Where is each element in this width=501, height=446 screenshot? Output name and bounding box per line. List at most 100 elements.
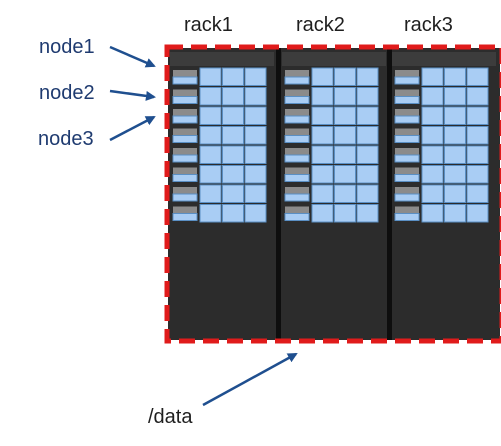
rack-1-node-7-disk-1 [199, 184, 222, 203]
rack-3-slot-3-strip [394, 115, 420, 124]
rack-3-slot-2-ledge [395, 89, 419, 97]
rack-2-node-8-disk-1 [311, 204, 334, 223]
rack-2-node-5-disk-1 [311, 145, 334, 164]
rack-3-slot-5-strip [394, 154, 420, 163]
rack-3-slot-5-ledge [395, 148, 419, 155]
rack-2-node-1-disk-1 [311, 67, 334, 86]
rack-2-node-7-disk-1 [311, 184, 334, 203]
rack-2-node-8-disk-3 [356, 204, 379, 223]
rack-3-slot-4-strip [394, 135, 420, 143]
rack-3-slot-8-ledge [395, 206, 419, 214]
rack-3-node-1-disk-2 [444, 67, 466, 86]
rack-1-slot-1-strip [172, 76, 198, 85]
rack-3-slot-4-ledge [395, 128, 419, 136]
rack-2-slot-3-ledge [285, 109, 309, 116]
rack-2-node-3-disk-2 [334, 106, 356, 125]
rack-2-node-5-disk-2 [334, 145, 356, 164]
rack-3-node-1-disk-1 [421, 67, 444, 86]
rack-1-slot-8-ledge [173, 206, 197, 214]
data-volume-label: /data [148, 406, 193, 428]
rack-3-node-1-disk-3 [466, 67, 489, 86]
rack-2-slot-5-strip [284, 154, 310, 163]
rack-2-slot-6-ledge [285, 167, 309, 175]
rack-1-node-4-disk-3 [244, 126, 267, 145]
node2-arrow [109, 89, 156, 101]
rack-2-node-7-disk-3 [356, 184, 379, 203]
rack-2-node-7-disk-2 [334, 184, 356, 203]
rack-2-top-panel [282, 52, 386, 66]
rack-divider-1 [276, 48, 281, 340]
rack-1-node-1-disk-1 [199, 67, 222, 86]
rack-1-node-4-disk-1 [199, 126, 222, 145]
rack-1-slot-5-strip [172, 154, 198, 163]
rack-3-node-4-disk-1 [421, 126, 444, 145]
rack-2-slot-4-strip [284, 135, 310, 143]
rack-1-slot-1-ledge [173, 70, 197, 77]
node1-arrow [109, 45, 156, 68]
rack-2-node-6-disk-3 [356, 165, 379, 184]
rack-divider-2 [387, 48, 392, 340]
rack-2-slot-7-strip [284, 193, 310, 202]
rack-1-node-2-disk-1 [199, 87, 222, 106]
rack-3-slot-6-ledge [395, 167, 419, 175]
rack-3-node-5-disk-3 [466, 145, 489, 164]
rack2-label: rack2 [296, 14, 345, 36]
rack-2-node-2-disk-3 [356, 87, 379, 106]
rack-3-node-4-disk-2 [444, 126, 466, 145]
rack-2-node-3-disk-1 [311, 106, 334, 125]
rack-3-node-7-disk-3 [466, 184, 489, 203]
rack-2-slot-7-ledge [285, 187, 309, 194]
rack-3-slot-7-strip [394, 193, 420, 202]
rack-3-node-5-disk-2 [444, 145, 466, 164]
rack-1-slot-2-strip [172, 96, 198, 104]
rack-3-node-6-disk-2 [444, 165, 466, 184]
rack-2-slot-5-ledge [285, 148, 309, 155]
rack-3-slot-7-ledge [395, 187, 419, 194]
rack3-label: rack3 [404, 14, 453, 36]
rack-1-node-5-disk-1 [199, 145, 222, 164]
rack-1-node-8-disk-2 [222, 204, 244, 223]
rack-1-slot-4-strip [172, 135, 198, 143]
rack-3-slot-6-strip [394, 174, 420, 182]
rack-3-slot-3-ledge [395, 109, 419, 116]
rack-2-node-4-disk-1 [311, 126, 334, 145]
rack-3-node-7-disk-2 [444, 184, 466, 203]
rack-2-slot-2-strip [284, 96, 310, 104]
rack-1-node-1-disk-2 [222, 67, 244, 86]
rack-2-node-6-disk-2 [334, 165, 356, 184]
rack-3-slot-2-strip [394, 96, 420, 104]
rack-3-slot-1-ledge [395, 70, 419, 77]
rack-3-top-panel [392, 52, 496, 66]
node2-label: node2 [39, 82, 95, 104]
rack-3-node-2-disk-3 [466, 87, 489, 106]
rack-1-node-2-disk-3 [244, 87, 267, 106]
rack-1-node-8-disk-1 [199, 204, 222, 223]
rack-2-slot-8-ledge [285, 206, 309, 214]
rack-3-node-3-disk-2 [444, 106, 466, 125]
rack-1-node-1-disk-3 [244, 67, 267, 86]
rack-1-top-panel [170, 52, 274, 66]
rack-3-node-8-disk-1 [421, 204, 444, 223]
rack-2-slot-6-strip [284, 174, 310, 182]
node1-label: node1 [39, 36, 95, 58]
rack-3-node-3-disk-1 [421, 106, 444, 125]
rack-1-node-6-disk-3 [244, 165, 267, 184]
rack-1-node-7-disk-2 [222, 184, 244, 203]
rack-1-node-7-disk-3 [244, 184, 267, 203]
rack-3-node-2-disk-1 [421, 87, 444, 106]
rack1-label: rack1 [184, 14, 233, 36]
rack-2-slot-2-ledge [285, 89, 309, 97]
rack-2-slot-3-strip [284, 115, 310, 124]
rack-1-node-8-disk-3 [244, 204, 267, 223]
rack-3-node-2-disk-2 [444, 87, 466, 106]
server-racks [168, 48, 500, 340]
rack-1-slot-4-ledge [173, 128, 197, 136]
rack-1-slot-7-ledge [173, 187, 197, 194]
rack-1-slot-2-ledge [173, 89, 197, 97]
rack-1-node-2-disk-2 [222, 87, 244, 106]
rack-1-node-3-disk-2 [222, 106, 244, 125]
rack-1-slot-5-ledge [173, 148, 197, 155]
rack-3-node-8-disk-3 [466, 204, 489, 223]
rack-2-node-1-disk-2 [334, 67, 356, 86]
